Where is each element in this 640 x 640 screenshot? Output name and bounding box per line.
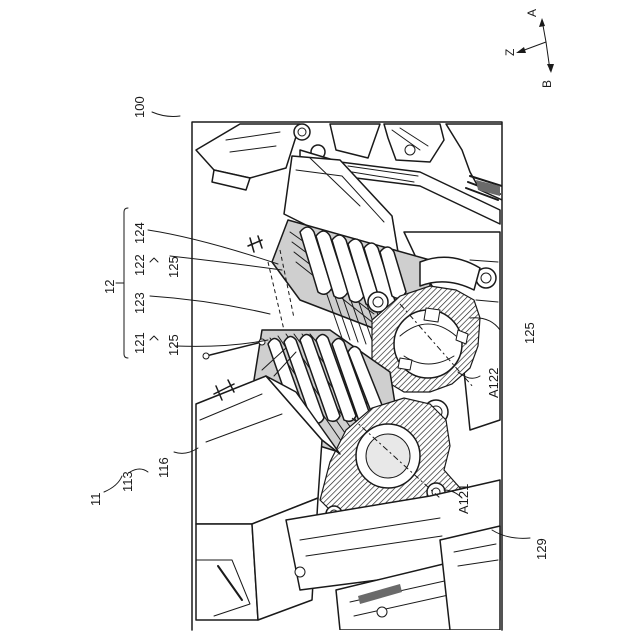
label-116: 116 [156,457,171,478]
label-125-right: 125 [522,322,537,344]
axis-label-a: A [525,9,539,17]
label-A121: A121 [456,484,471,514]
bracket-mark-122 [150,258,158,262]
label-A122: A122 [486,368,501,398]
label-12: 12 [102,280,117,294]
label-123: 123 [132,292,147,314]
label-124: 124 [132,222,147,244]
label-122: 122 [132,254,147,276]
label-125-upper: 125 [166,256,181,278]
axis-triad: A Z B [503,9,554,88]
label-121: 121 [132,332,147,354]
axis-label-z: Z [503,49,517,56]
label-100: 100 [132,96,147,118]
label-113: 113 [120,471,135,492]
label-125-lower: 125 [166,334,181,356]
label-11: 11 [88,493,103,507]
axis-label-b: B [540,80,554,88]
label-129: 129 [534,538,549,560]
assembly-view [196,124,502,630]
bracket-mark-121 [150,336,158,340]
